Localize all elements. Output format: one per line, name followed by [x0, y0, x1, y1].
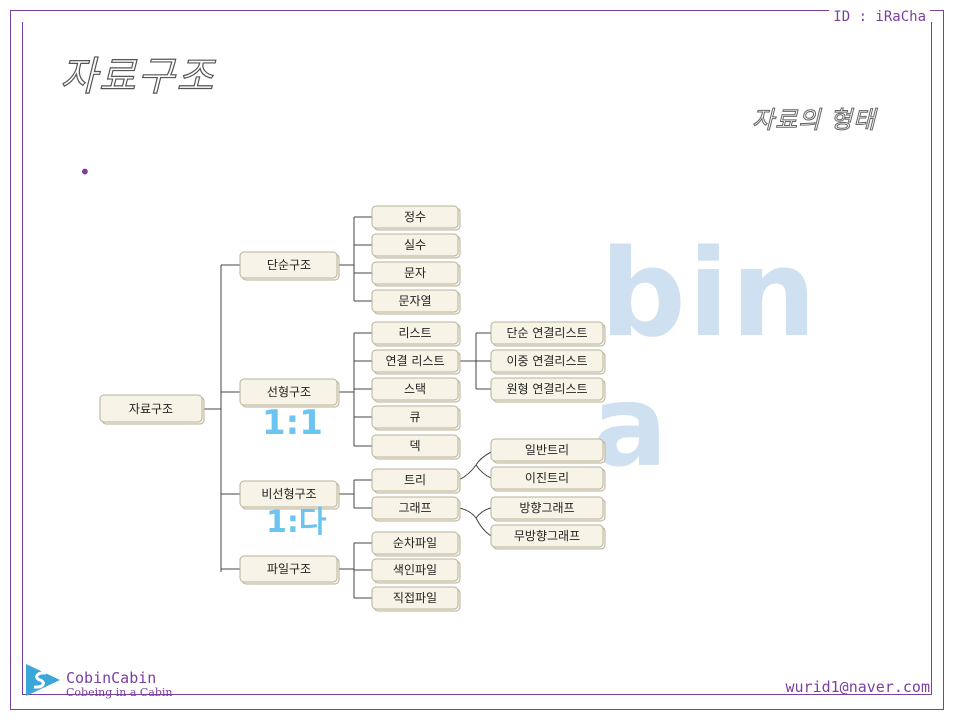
node-string-label: 문자열	[398, 294, 431, 308]
node-circular-linked-label: 원형 연결리스트	[506, 382, 587, 396]
node-file-label: 파일구조	[267, 562, 311, 576]
outer-frame	[10, 10, 944, 710]
node-string: 문자열	[371, 289, 461, 315]
diagram-links	[203, 216, 492, 599]
annotation-linear: 1:1	[262, 403, 323, 443]
node-deque: 덱	[371, 434, 461, 460]
node-tree-label: 트리	[404, 473, 426, 487]
annotation-nonlinear: 1:다	[266, 505, 327, 540]
node-queue-label: 큐	[409, 410, 420, 424]
node-sequential-file-label: 순차파일	[393, 536, 437, 550]
node-linked-list: 연결 리스트	[371, 349, 461, 375]
node-general-tree-label: 일반트리	[525, 443, 569, 457]
node-circular-linked: 원형 연결리스트	[490, 377, 606, 403]
node-stack-label: 스택	[404, 382, 426, 396]
node-binary-tree-label: 이진트리	[525, 471, 569, 485]
node-linked-list-label: 연결 리스트	[385, 354, 444, 368]
header-id: ID : iRaCha	[829, 9, 930, 25]
footer-email: wurid1@naver.com	[785, 678, 931, 696]
node-undirected-graph-label: 무방향그래프	[514, 529, 580, 543]
node-stack: 스택	[371, 377, 461, 403]
node-simple-label: 단순구조	[267, 258, 311, 272]
node-char: 문자	[371, 261, 461, 287]
watermark-line1: bin	[600, 225, 819, 364]
node-file: 파일구조	[239, 555, 340, 585]
node-real: 실수	[371, 233, 461, 259]
node-linear-label: 선형구조	[267, 385, 311, 399]
node-simple: 단순구조	[239, 251, 340, 281]
node-list: 리스트	[371, 321, 461, 347]
node-graph: 그래프	[371, 496, 461, 522]
node-nonlinear-label: 비선형구조	[261, 487, 316, 501]
node-integer-label: 정수	[404, 210, 426, 224]
bullet-point: •	[79, 160, 91, 184]
node-deque-label: 덱	[409, 439, 420, 453]
node-linear: 선형구조	[239, 378, 340, 408]
node-root: 자료구조	[99, 394, 205, 425]
node-tree: 트리	[371, 468, 461, 494]
node-list-label: 리스트	[398, 326, 431, 340]
node-indexed-file: 색인파일	[371, 558, 461, 584]
inner-frame	[22, 22, 932, 695]
node-real-label: 실수	[404, 238, 426, 252]
node-binary-tree: 이진트리	[490, 466, 606, 492]
node-direct-file: 직접파일	[371, 586, 461, 612]
node-doubly-linked-label: 이중 연결리스트	[506, 354, 587, 368]
node-char-label: 문자	[404, 266, 426, 280]
footer-tagline: Cobeing in a Cabin	[66, 686, 173, 699]
node-directed-graph-label: 방향그래프	[519, 501, 574, 515]
slide-subtitle: 자료의 형태	[751, 106, 877, 135]
node-nonlinear: 비선형구조	[239, 480, 340, 510]
node-integer: 정수	[371, 205, 461, 231]
node-singly-linked-label: 단순 연결리스트	[506, 326, 587, 340]
node-queue: 큐	[371, 405, 461, 431]
node-direct-file-label: 직접파일	[393, 591, 437, 605]
cobincabin-logo-icon	[26, 664, 60, 696]
footer-brand: CobinCabin	[66, 669, 157, 687]
node-doubly-linked: 이중 연결리스트	[490, 349, 606, 375]
node-general-tree: 일반트리	[490, 438, 606, 464]
slide-title: 자료구조	[59, 53, 216, 100]
node-indexed-file-label: 색인파일	[393, 563, 437, 577]
node-directed-graph: 방향그래프	[490, 496, 606, 522]
node-undirected-graph: 무방향그래프	[490, 524, 606, 550]
node-sequential-file: 순차파일	[371, 531, 461, 557]
node-root-label: 자료구조	[129, 402, 173, 416]
node-graph-label: 그래프	[398, 501, 431, 515]
node-singly-linked: 단순 연결리스트	[490, 321, 606, 347]
